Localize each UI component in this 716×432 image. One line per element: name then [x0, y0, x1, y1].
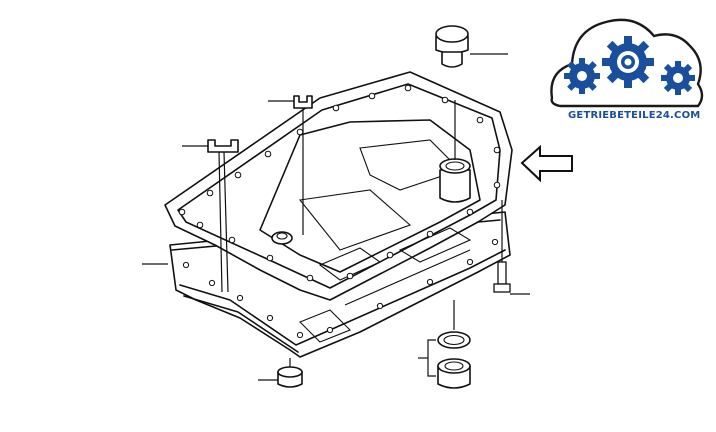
- bolt-icon: [493, 200, 530, 295]
- gear-right-icon: [661, 61, 695, 95]
- clip-icon: [182, 139, 239, 293]
- drain-plug-icon: [258, 358, 303, 388]
- o-ring-icon: [437, 300, 471, 349]
- filter-icon: [439, 100, 471, 203]
- gear-center-icon: [602, 36, 654, 88]
- gear-cloud-icon: [550, 18, 704, 108]
- gasket-bolt-holes: [178, 84, 501, 282]
- drain-plug-icon: [437, 358, 471, 389]
- oil-pan-bolt-holes: [182, 238, 499, 339]
- gear-left-icon: [564, 58, 600, 94]
- left-arrow-icon: [520, 144, 573, 183]
- strainer-icon: [271, 231, 293, 245]
- logo: GETRIEBETEILE24.COM: [550, 18, 704, 121]
- filler-plug-icon: [435, 25, 508, 68]
- clip-icon: [268, 95, 313, 235]
- drain-plug-bracket: [418, 339, 436, 377]
- logo-text: GETRIEBETEILE24.COM: [568, 110, 700, 121]
- gasket-icon: [164, 71, 513, 301]
